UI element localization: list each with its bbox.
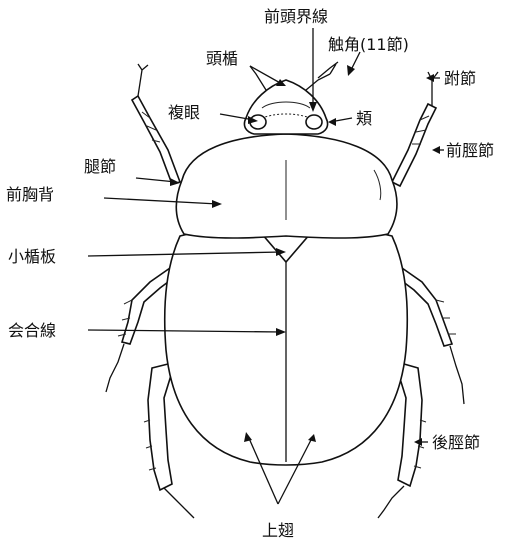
right-fore-leg bbox=[392, 72, 438, 186]
label-elytra: 上翅 bbox=[262, 521, 294, 540]
label-elytral-suture: 会合線 bbox=[8, 321, 56, 340]
right-eye bbox=[306, 115, 322, 129]
label-hind-tibia: 後脛節 bbox=[432, 433, 480, 452]
label-pronotum: 前胸背 bbox=[6, 185, 54, 204]
label-gena: 頬 bbox=[356, 109, 372, 128]
label-clypeus: 頭楯 bbox=[206, 49, 238, 68]
head bbox=[244, 62, 338, 134]
label-fore-tibia: 前脛節 bbox=[446, 141, 494, 160]
left-fore-leg bbox=[132, 64, 180, 184]
label-antenna: 触角(11節) bbox=[328, 35, 409, 54]
label-femur: 腿節 bbox=[84, 157, 116, 176]
label-frontal-suture: 前頭界線 bbox=[264, 7, 328, 26]
label-tarsus: 跗節 bbox=[444, 69, 476, 88]
label-scutellum: 小楯板 bbox=[8, 247, 56, 266]
label-compound-eye: 複眼 bbox=[168, 103, 200, 122]
pronotum bbox=[176, 134, 397, 238]
